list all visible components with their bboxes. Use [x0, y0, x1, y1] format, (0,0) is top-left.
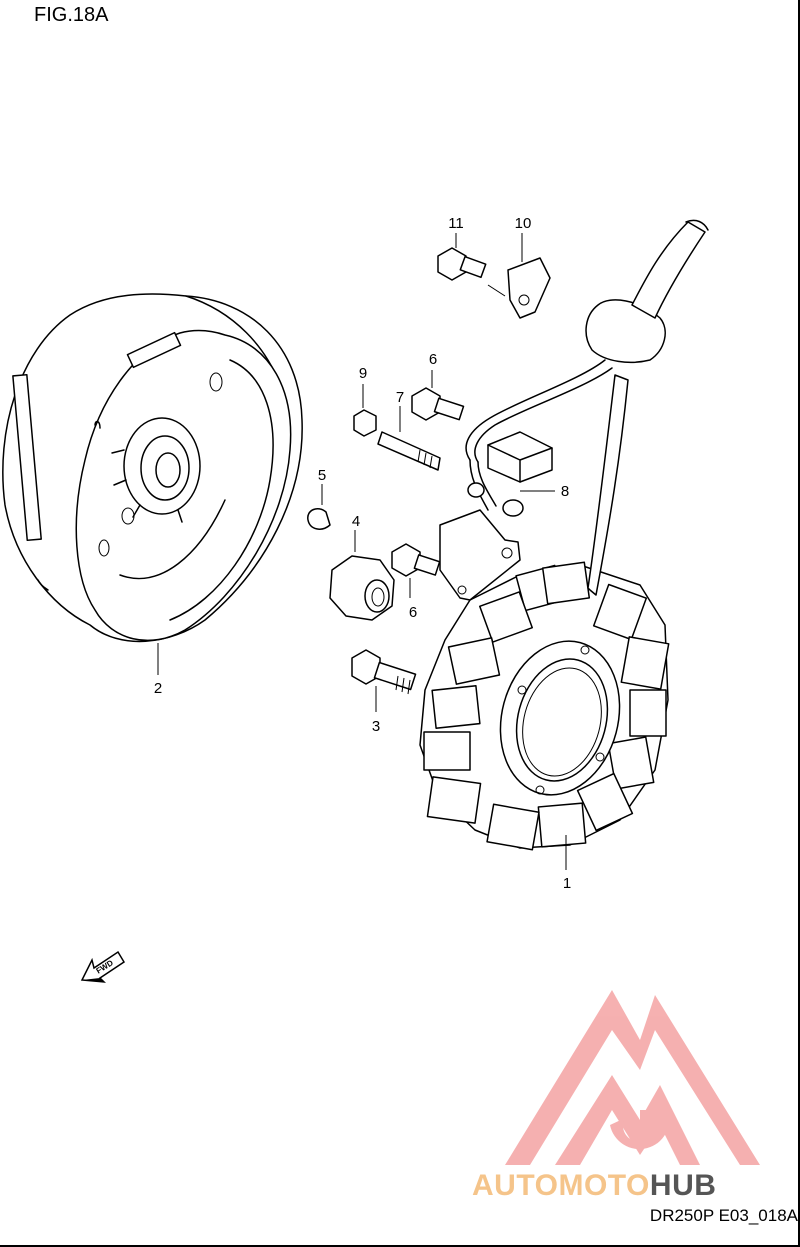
callout-1: 1 [563, 875, 571, 892]
callout-5: 5 [318, 467, 326, 484]
woodruff-key-5 [307, 508, 331, 530]
watermark-text-part1: AUTOMOTO [472, 1169, 650, 1202]
callout-7: 7 [396, 389, 404, 406]
drawing-code: DR250P E03_018A [649, 1206, 798, 1225]
bolt-6-lower [391, 543, 441, 577]
leader-line-11b [487, 284, 506, 297]
bolt-6-upper [411, 387, 465, 421]
wire-clamp [507, 257, 551, 319]
frame-border-bottom [0, 1245, 800, 1247]
fwd-arrow-icon: FWD [80, 950, 126, 983]
watermark-text: AUTOMOTOHUB [472, 1169, 716, 1202]
pickup-coil [439, 431, 553, 601]
callout-6-lower: 6 [409, 604, 417, 621]
callout-2: 2 [154, 680, 162, 697]
callout-8: 8 [561, 483, 569, 500]
wiring-harness [465, 219, 709, 596]
figure-title: FIG.18A [34, 4, 109, 26]
bolt-11 [437, 247, 487, 281]
callout-10: 10 [515, 215, 532, 232]
callout-3: 3 [372, 718, 380, 735]
nut-9 [353, 409, 377, 437]
stator-assembly [419, 561, 670, 851]
spacer-4 [329, 555, 395, 621]
callout-11: 11 [448, 215, 464, 232]
flywheel-rotor [2, 293, 303, 643]
callout-9: 9 [359, 365, 367, 382]
callout-6-upper: 6 [429, 351, 437, 368]
bolt-3 [351, 649, 417, 695]
stator-coils [423, 561, 670, 851]
screw-7 [377, 431, 441, 471]
watermark-logo [505, 990, 760, 1165]
watermark-text-part2: HUB [650, 1169, 717, 1202]
frame-border-right [798, 0, 800, 1247]
callout-4: 4 [352, 513, 360, 530]
